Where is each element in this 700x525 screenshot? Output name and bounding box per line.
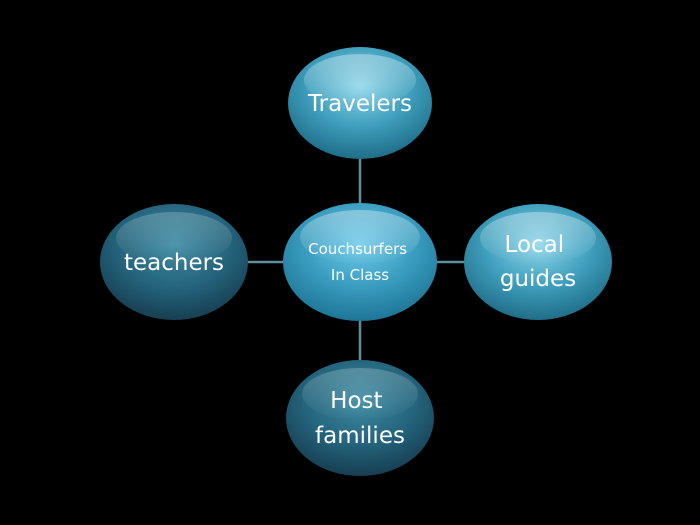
node-local-guides-label: Local guides [500, 232, 576, 292]
node-local-guides: Local guides [464, 204, 612, 320]
node-teachers: teachers [100, 204, 248, 320]
node-host-families: Host families [286, 360, 434, 476]
node-center-couchsurfers: Couchsurfers In Class [283, 203, 437, 321]
node-travelers-label: Travelers [307, 91, 412, 117]
node-teachers-label: teachers [124, 250, 224, 276]
node-center-label: Couchsurfers In Class [308, 240, 412, 284]
node-host-families-label: Host families [315, 388, 405, 449]
node-travelers: Travelers [288, 47, 432, 159]
